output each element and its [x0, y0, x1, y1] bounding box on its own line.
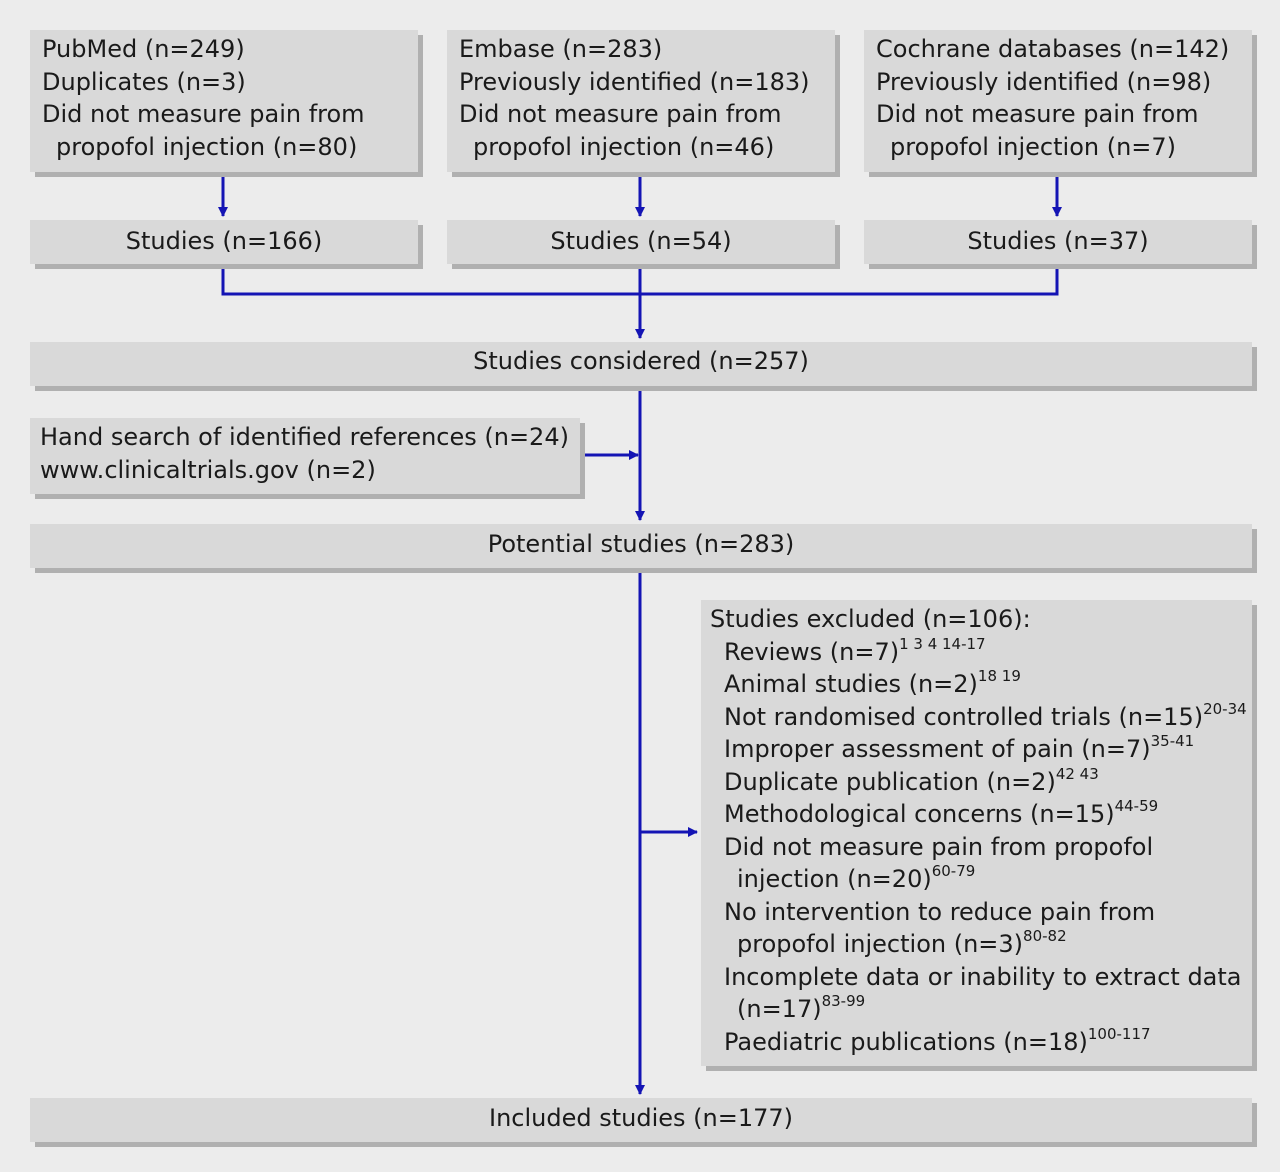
included-studies-label: Included studies (n=177) [488, 1104, 793, 1132]
excluded-item-refs: 60-79 [931, 862, 976, 880]
excluded-item-cont-text: (n=17) [737, 995, 822, 1023]
hand-search-box: Hand search of identified references (n=… [30, 418, 580, 494]
source-box-embase: Embase (n=283) Previously identified (n=… [447, 30, 835, 172]
excluded-item-refs: 44-59 [1114, 797, 1159, 815]
source-box-cochrane: Cochrane databases (n=142) Previously id… [864, 30, 1252, 172]
excluded-item-text: Not randomised controlled trials (n=15) [724, 702, 1204, 731]
excluded-item-refs: 100-117 [1087, 1024, 1151, 1043]
source-line: Previously identified (n=183) [459, 67, 810, 96]
excluded-item: Duplicate publication (n=2)42 43 [710, 766, 1244, 799]
excluded-item-text: Reviews (n=7) [724, 637, 900, 666]
excluded-item-text: Paediatric publications (n=18) [724, 1027, 1088, 1056]
excluded-item-text: Animal studies (n=2) [724, 670, 978, 698]
studies-considered-box: Studies considered (n=257) [30, 342, 1252, 386]
studies-box-embase: Studies (n=54) [447, 220, 835, 264]
excluded-item-refs: 42 43 [1055, 764, 1099, 783]
source-box-pubmed: PubMed (n=249) Duplicates (n=3) Did not … [30, 30, 418, 172]
excluded-header: Studies excluded (n=106): [710, 605, 1031, 633]
excluded-item-text: Incomplete data or inability to extract … [724, 962, 1242, 991]
excluded-item: Methodological concerns (n=15)44-59 [710, 798, 1244, 831]
potential-studies-box: Potential studies (n=283) [30, 524, 1252, 568]
excluded-item: Animal studies (n=2)18 19 [710, 668, 1244, 701]
studies-considered-label: Studies considered (n=257) [473, 347, 809, 375]
excluded-item-continuation: propofol injection (n=3)80-82 [710, 928, 1244, 961]
excluded-item-text: Duplicate publication (n=2) [724, 767, 1056, 796]
source-line: Duplicates (n=3) [42, 67, 246, 96]
source-line: Cochrane databases (n=142) [876, 35, 1230, 63]
excluded-item: Improper assessment of pain (n=7)35-41 [710, 733, 1244, 766]
source-line: propofol injection (n=80) [56, 132, 358, 161]
excluded-item-refs: 83-99 [821, 992, 866, 1010]
source-line: Previously identified (n=98) [876, 67, 1212, 96]
studies-count: Studies (n=37) [967, 227, 1149, 255]
excluded-item-cont-text: injection (n=20) [737, 865, 932, 893]
included-studies-box: Included studies (n=177) [30, 1098, 1252, 1142]
excluded-item: Paediatric publications (n=18)100-117 [710, 1026, 1244, 1059]
studies-box-cochrane: Studies (n=37) [864, 220, 1252, 264]
source-line: Did not measure pain from [459, 100, 782, 128]
excluded-item-cont-text: propofol injection (n=3) [737, 930, 1024, 958]
studies-count: Studies (n=166) [125, 227, 323, 255]
studies-count: Studies (n=54) [550, 227, 732, 255]
potential-studies-label: Potential studies (n=283) [487, 530, 795, 558]
excluded-item: Not randomised controlled trials (n=15)2… [710, 699, 1247, 734]
excluded-item-refs: 20-34 [1203, 699, 1247, 718]
excluded-item: No intervention to reduce pain from [710, 896, 1244, 929]
source-line: propofol injection (n=7) [890, 132, 1177, 161]
excluded-item-refs: 35-41 [1150, 732, 1195, 750]
excluded-item: Did not measure pain from propofol [710, 831, 1244, 864]
excluded-item-refs: 1 3 4 14-17 [899, 634, 986, 653]
hand-search-line: www.clinicaltrials.gov (n=2) [40, 455, 376, 484]
excluded-item-text: No intervention to reduce pain from [724, 897, 1156, 926]
excluded-item-continuation: injection (n=20)60-79 [710, 863, 1244, 896]
excluded-studies-box: Studies excluded (n=106): Reviews (n=7)1… [701, 600, 1252, 1066]
studies-box-pubmed: Studies (n=166) [30, 220, 418, 264]
source-line: Embase (n=283) [459, 35, 663, 63]
excluded-item-text: Methodological concerns (n=15) [724, 800, 1115, 828]
excluded-item-continuation: (n=17)83-99 [710, 993, 1244, 1026]
excluded-item-text: Did not measure pain from propofol [724, 832, 1154, 861]
source-line: Did not measure pain from [42, 100, 365, 128]
source-line: propofol injection (n=46) [473, 132, 775, 161]
excluded-item-text: Improper assessment of pain (n=7) [724, 735, 1151, 763]
excluded-item-refs: 80-82 [1023, 927, 1067, 945]
excluded-item-refs: 18 19 [977, 667, 1021, 685]
source-line: Did not measure pain from [876, 100, 1199, 128]
hand-search-line: Hand search of identified references (n=… [40, 423, 569, 451]
source-line: PubMed (n=249) [42, 35, 245, 63]
excluded-item: Incomplete data or inability to extract … [710, 961, 1244, 994]
excluded-item: Reviews (n=7)1 3 4 14-17 [710, 636, 1244, 669]
